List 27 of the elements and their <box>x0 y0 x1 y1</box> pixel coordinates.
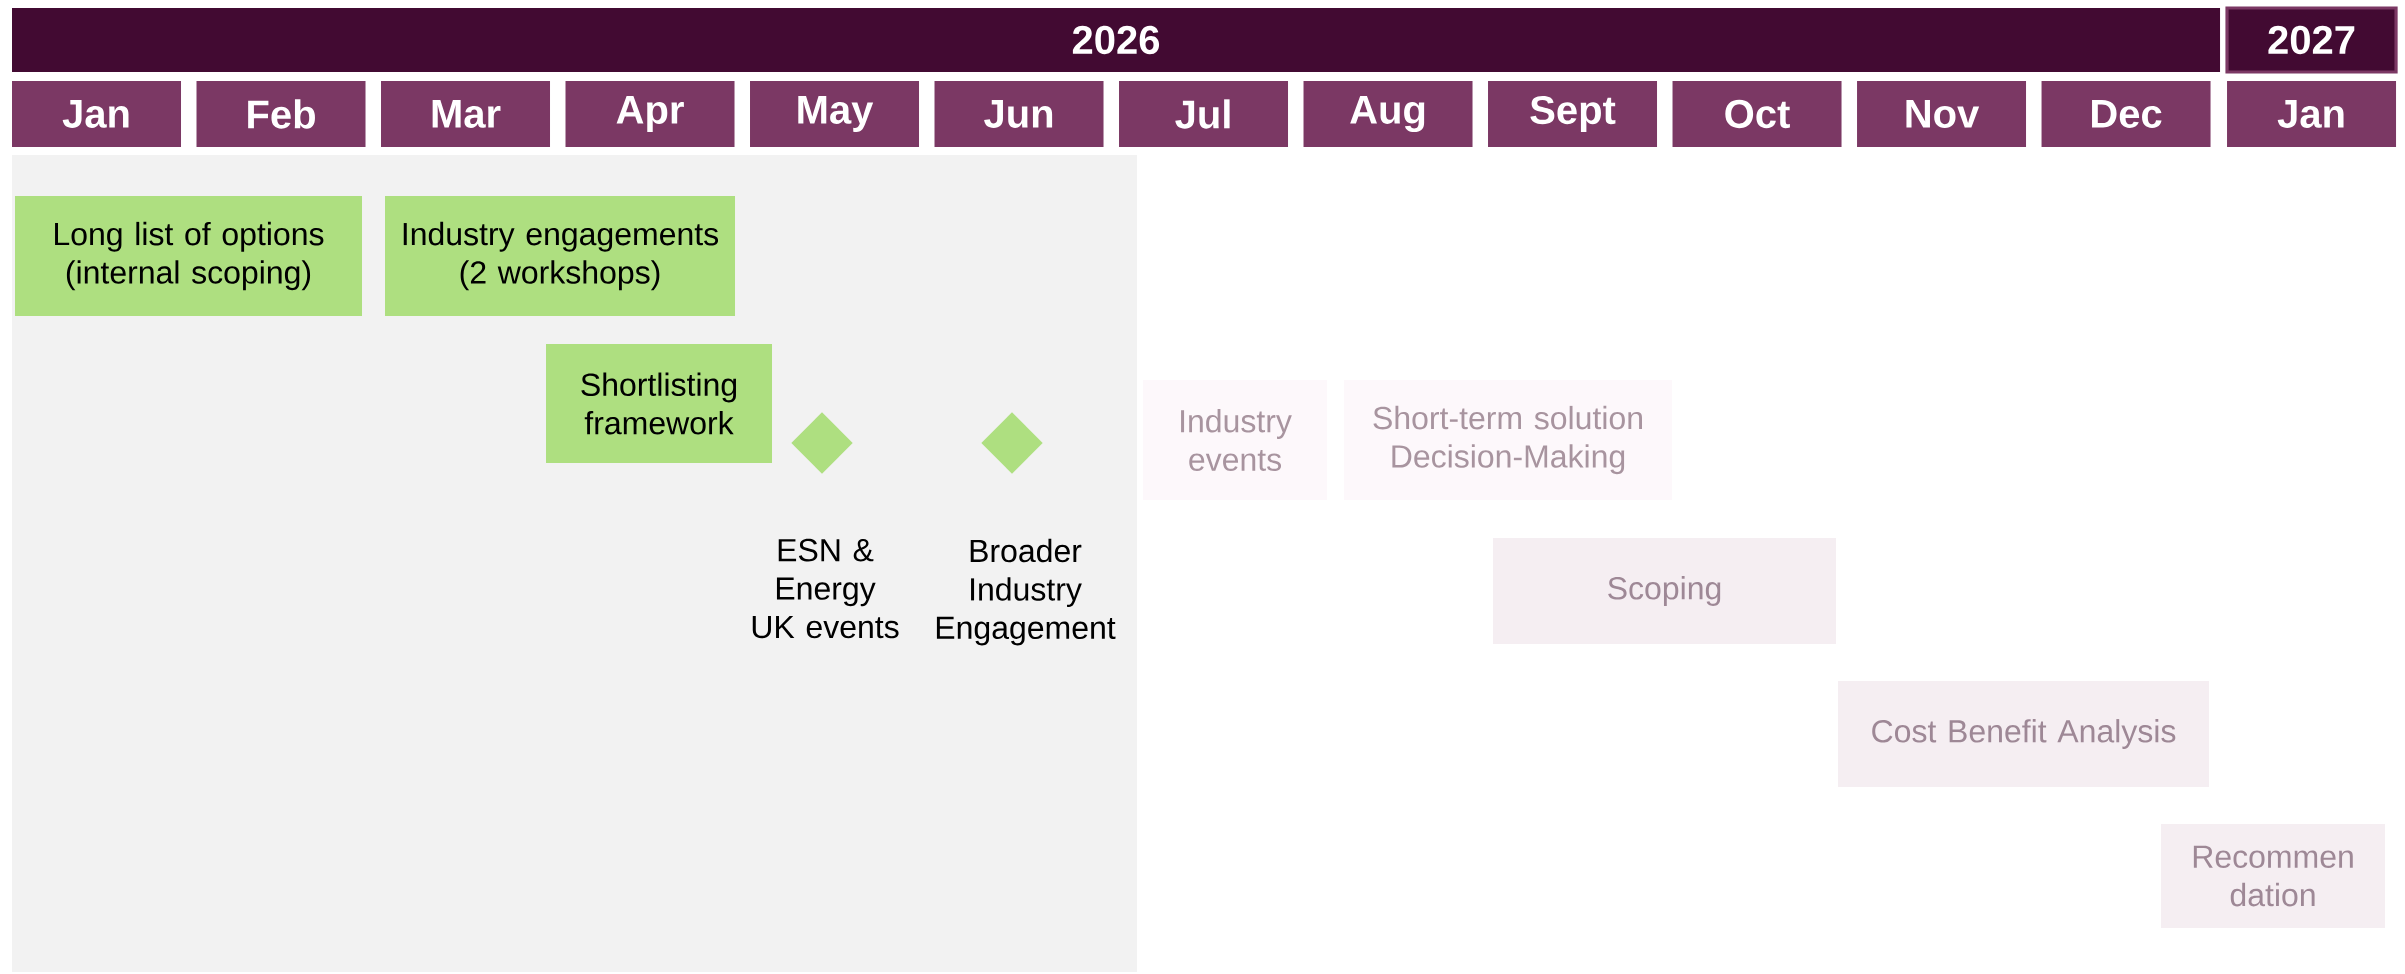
month-header: Jan <box>2227 81 2397 147</box>
task-box: Shortlisting framework <box>546 344 772 463</box>
milestone-diamond <box>981 412 1043 474</box>
milestone-label: ESN & Energy UK events <box>752 538 899 639</box>
month-header: Jul <box>1119 81 1288 147</box>
month-header: Mar <box>381 81 550 147</box>
month-header: Oct <box>1672 81 1842 147</box>
month-header: Nov <box>1857 81 2027 147</box>
year-header-bar: 2026 <box>12 8 2221 72</box>
month-header: Sept <box>1488 81 1658 147</box>
month-header: Feb <box>196 81 366 147</box>
month-header: Dec <box>2041 81 2211 147</box>
faded-task-box: Industry events <box>1143 380 1328 500</box>
task-box: Long list of options (internal scoping) <box>15 196 362 316</box>
faded-task-box: Recommen dation <box>2161 824 2386 928</box>
month-header: Jan <box>12 81 181 147</box>
milestone-diamond <box>791 412 853 474</box>
milestone-label: Broader Industry Engagement <box>936 538 1116 646</box>
month-header: Aug <box>1303 81 1473 147</box>
month-header: Jun <box>934 81 1104 147</box>
faded-task-box: Cost Benefit Analysis <box>1838 681 2210 787</box>
task-box: Industry engagements (2 workshops) <box>385 196 735 316</box>
faded-task-box: Scoping <box>1493 538 1837 644</box>
month-header: May <box>750 81 919 147</box>
month-header: Apr <box>565 81 735 147</box>
faded-task-box: Short-term solution Decision-Making <box>1344 380 1673 500</box>
year-header-bar: 2027 <box>2225 6 2398 74</box>
